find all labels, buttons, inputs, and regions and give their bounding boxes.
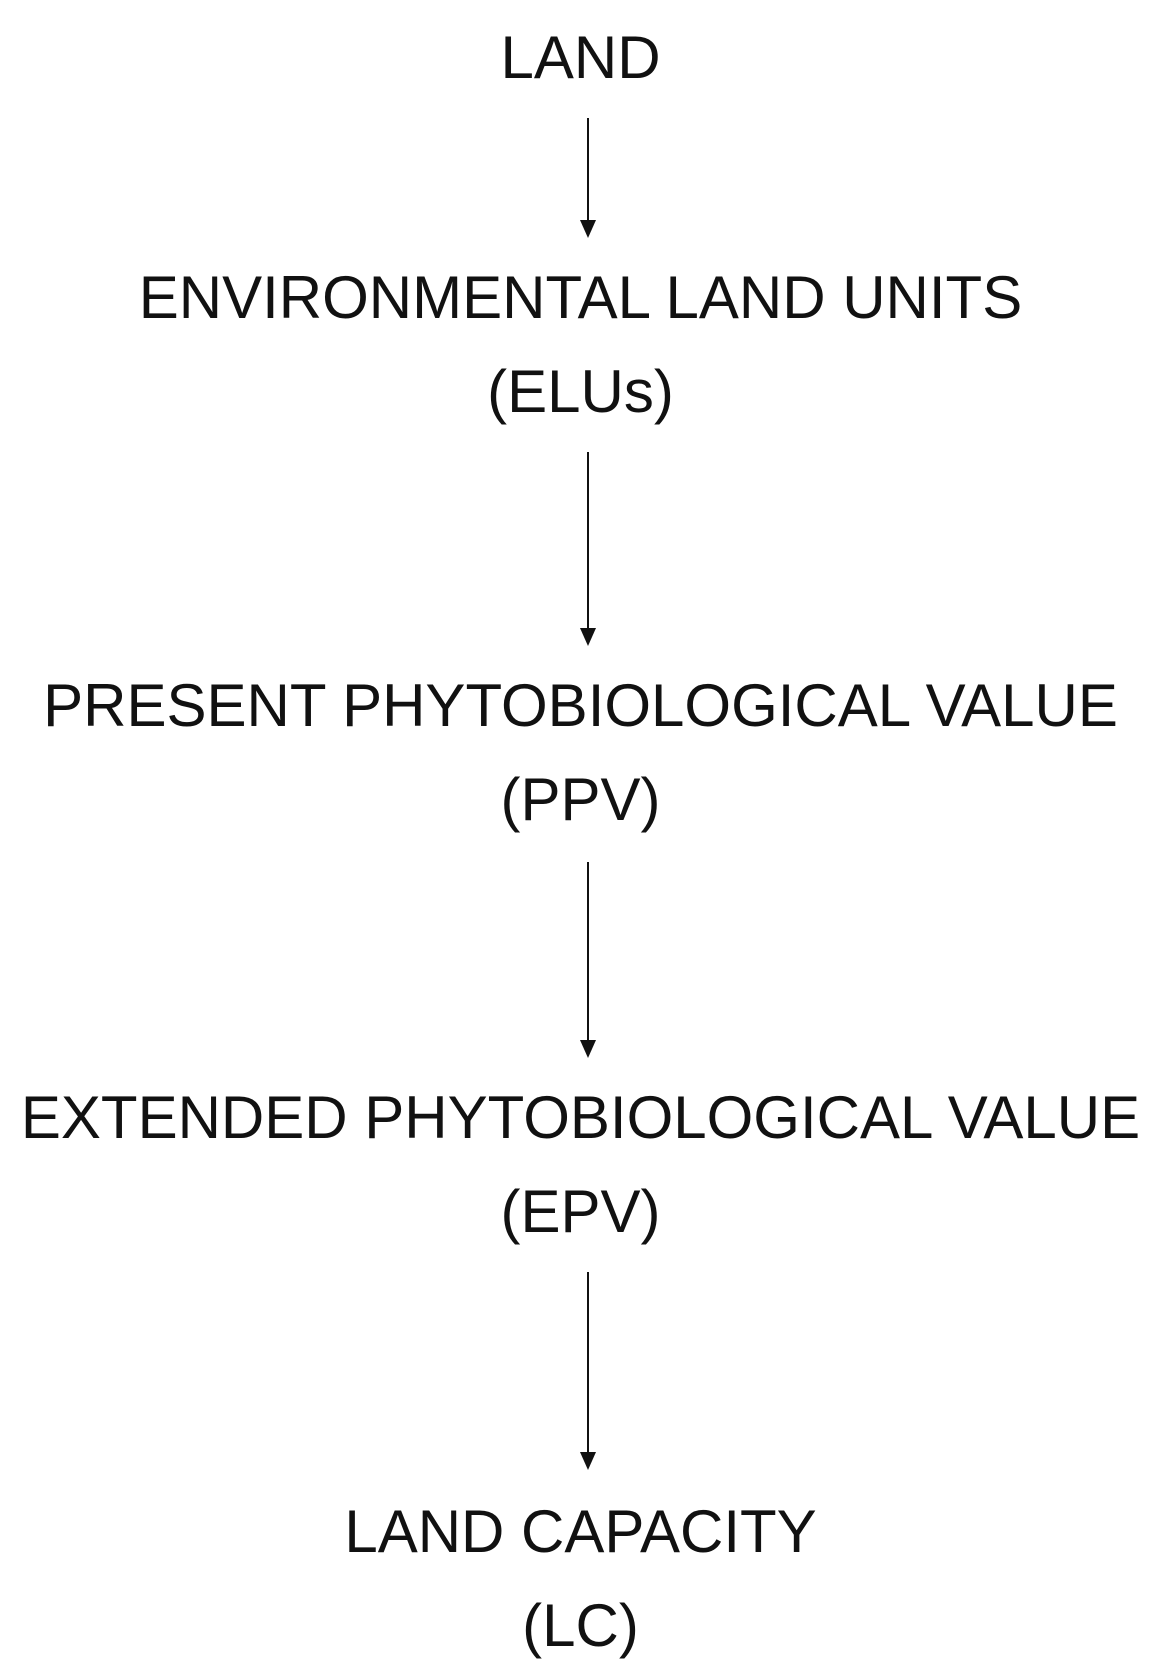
node-lc-abbr: (LC) xyxy=(522,1592,639,1659)
node-ppv-label: PRESENT PHYTOBIOLOGICAL VALUE xyxy=(43,672,1118,739)
node-lc-label: LAND CAPACITY xyxy=(344,1498,817,1565)
arrow-epv-to-lc xyxy=(578,1272,598,1472)
node-epv-label: EXTENDED PHYTOBIOLOGICAL VALUE xyxy=(20,1084,1141,1151)
node-ppv-abbr: (PPV) xyxy=(500,766,661,833)
node-elus-abbr: (ELUs) xyxy=(487,358,674,425)
arrow-elus-to-ppv xyxy=(578,452,598,648)
arrow-land-to-elus xyxy=(578,118,598,240)
arrow-ppv-to-epv xyxy=(578,862,598,1060)
node-epv-abbr: (EPV) xyxy=(500,1178,661,1245)
node-elus-label: ENVIRONMENTAL LAND UNITS xyxy=(138,264,1023,331)
node-land-label: LAND xyxy=(500,24,661,91)
